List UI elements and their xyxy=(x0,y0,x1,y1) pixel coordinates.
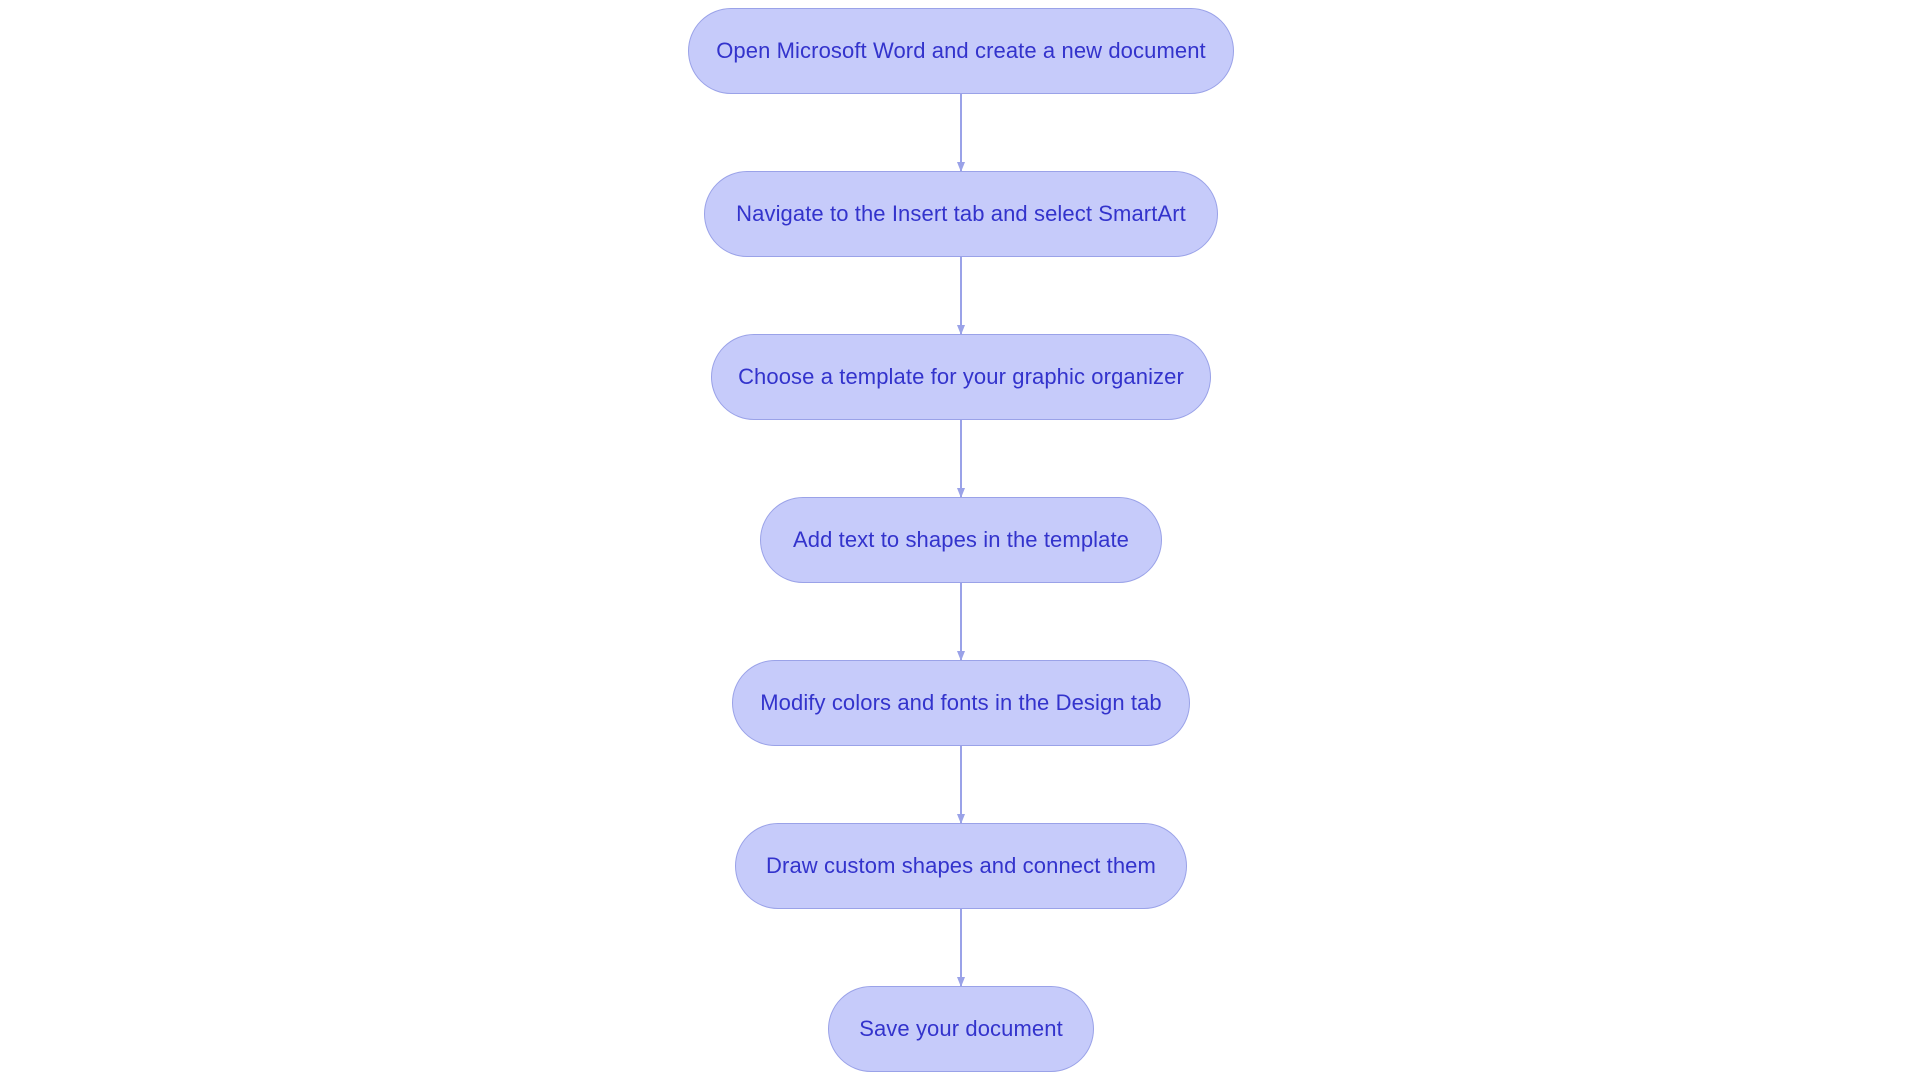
flowchart-node-n7[interactable]: Save your document xyxy=(828,986,1094,1072)
flowchart-node-label: Draw custom shapes and connect them xyxy=(766,853,1156,878)
flowchart-node-label: Add text to shapes in the template xyxy=(792,527,1130,552)
flowchart-node-n1[interactable]: Open Microsoft Word and create a new doc… xyxy=(688,8,1234,94)
flowchart-node-label: Modify colors and fonts in the Design ta… xyxy=(760,690,1162,715)
flowchart-node-label: Navigate to the Insert tab and select Sm… xyxy=(736,201,1186,226)
flowchart-node-label: Choose a template for your graphic organ… xyxy=(738,364,1184,389)
flowchart-node-n4[interactable]: Add text to shapes in the template xyxy=(760,497,1162,583)
flowchart-node-n5[interactable]: Modify colors and fonts in the Design ta… xyxy=(732,660,1190,746)
flowchart-node-n3[interactable]: Choose a template for your graphic organ… xyxy=(711,334,1211,420)
flowchart-node-label: Open Microsoft Word and create a new doc… xyxy=(716,38,1206,63)
flowchart-node-n6[interactable]: Draw custom shapes and connect them xyxy=(735,823,1187,909)
flowchart-node-label: Save your document xyxy=(859,1016,1063,1041)
flowchart-node-n2[interactable]: Navigate to the Insert tab and select Sm… xyxy=(704,171,1218,257)
